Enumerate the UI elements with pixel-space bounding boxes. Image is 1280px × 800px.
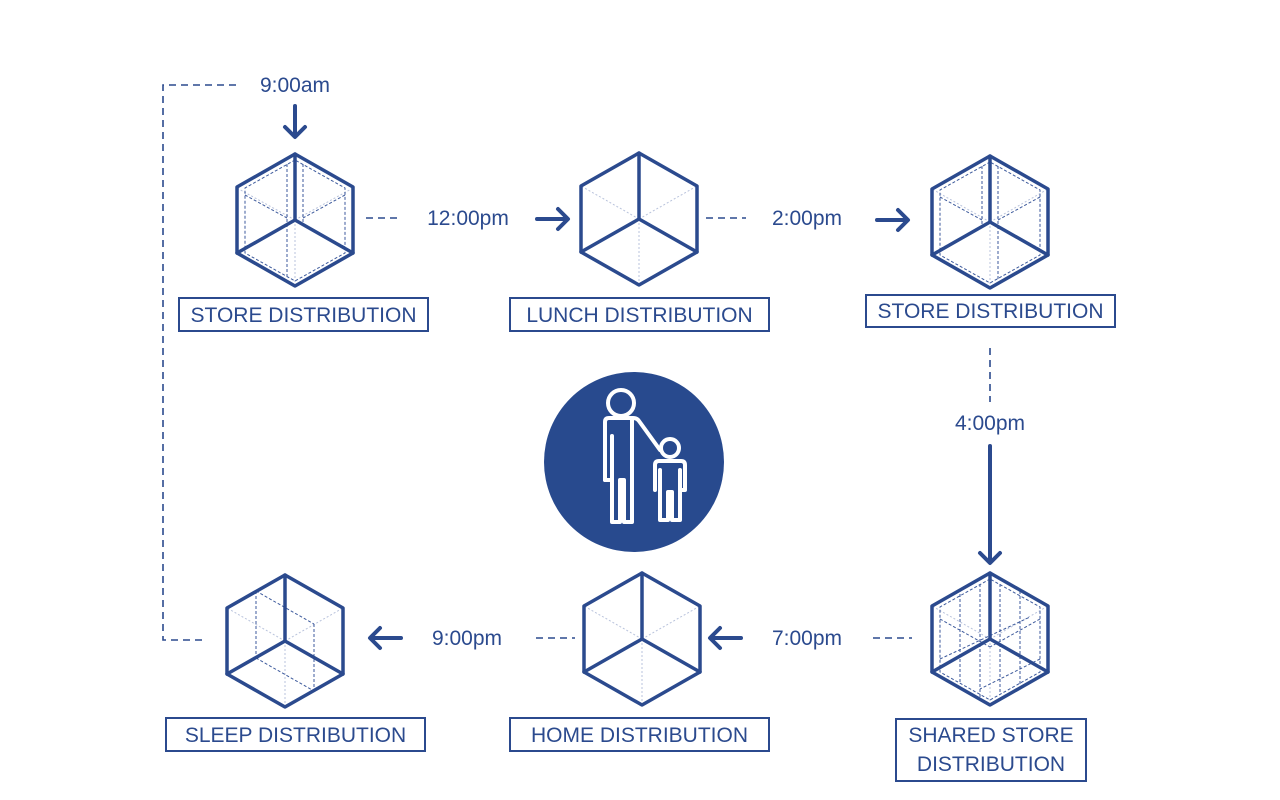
label-box <box>509 717 770 752</box>
cube-icon <box>235 152 355 288</box>
cube-icon <box>582 571 702 707</box>
node-home-distribution: HOME DISTRIBUTION <box>509 571 770 752</box>
label-box <box>178 297 429 332</box>
node-label: HOME DISTRIBUTION <box>531 724 748 747</box>
arrow-left-icon <box>708 626 743 650</box>
time-start: 9:00am <box>260 74 330 97</box>
time-2pm: 2:00pm <box>772 207 842 230</box>
loop-connector <box>162 84 236 641</box>
arrow-left-icon <box>368 626 403 650</box>
node-label: LUNCH DISTRIBUTION <box>526 304 752 327</box>
time-12pm: 12:00pm <box>427 207 509 230</box>
label-box <box>165 717 426 752</box>
time-9pm: 9:00pm <box>432 627 502 650</box>
cube-icon <box>930 154 1050 290</box>
arrow-right-icon <box>875 208 910 232</box>
arrow-right-icon <box>535 207 570 231</box>
time-7pm: 7:00pm <box>772 627 842 650</box>
arrow-down-icon <box>978 444 1002 565</box>
label-box <box>895 718 1087 782</box>
node-sleep-distribution: SLEEP DISTRIBUTION <box>165 573 426 752</box>
node-label: SLEEP DISTRIBUTION <box>185 724 406 747</box>
node-label: STORE DISTRIBUTION <box>878 300 1104 323</box>
node-store-distribution-2: STORE DISTRIBUTION <box>865 154 1116 328</box>
node-label: STORE DISTRIBUTION <box>191 304 417 327</box>
parent-and-child-icon <box>544 372 724 552</box>
node-label-line1: SHARED STORE <box>908 724 1073 747</box>
cube-icon <box>579 151 699 287</box>
label-box <box>509 297 770 332</box>
cube-icon <box>930 571 1050 707</box>
arrow-down-icon <box>283 104 307 139</box>
cube-icon <box>225 573 345 709</box>
node-label-line2: DISTRIBUTION <box>917 753 1065 776</box>
node-lunch-distribution: LUNCH DISTRIBUTION <box>509 151 770 332</box>
node-store-distribution-1: STORE DISTRIBUTION <box>178 152 429 332</box>
time-4pm: 4:00pm <box>955 412 1025 435</box>
label-box <box>865 294 1116 328</box>
node-shared-store-distribution: SHARED STORE DISTRIBUTION <box>895 571 1087 782</box>
